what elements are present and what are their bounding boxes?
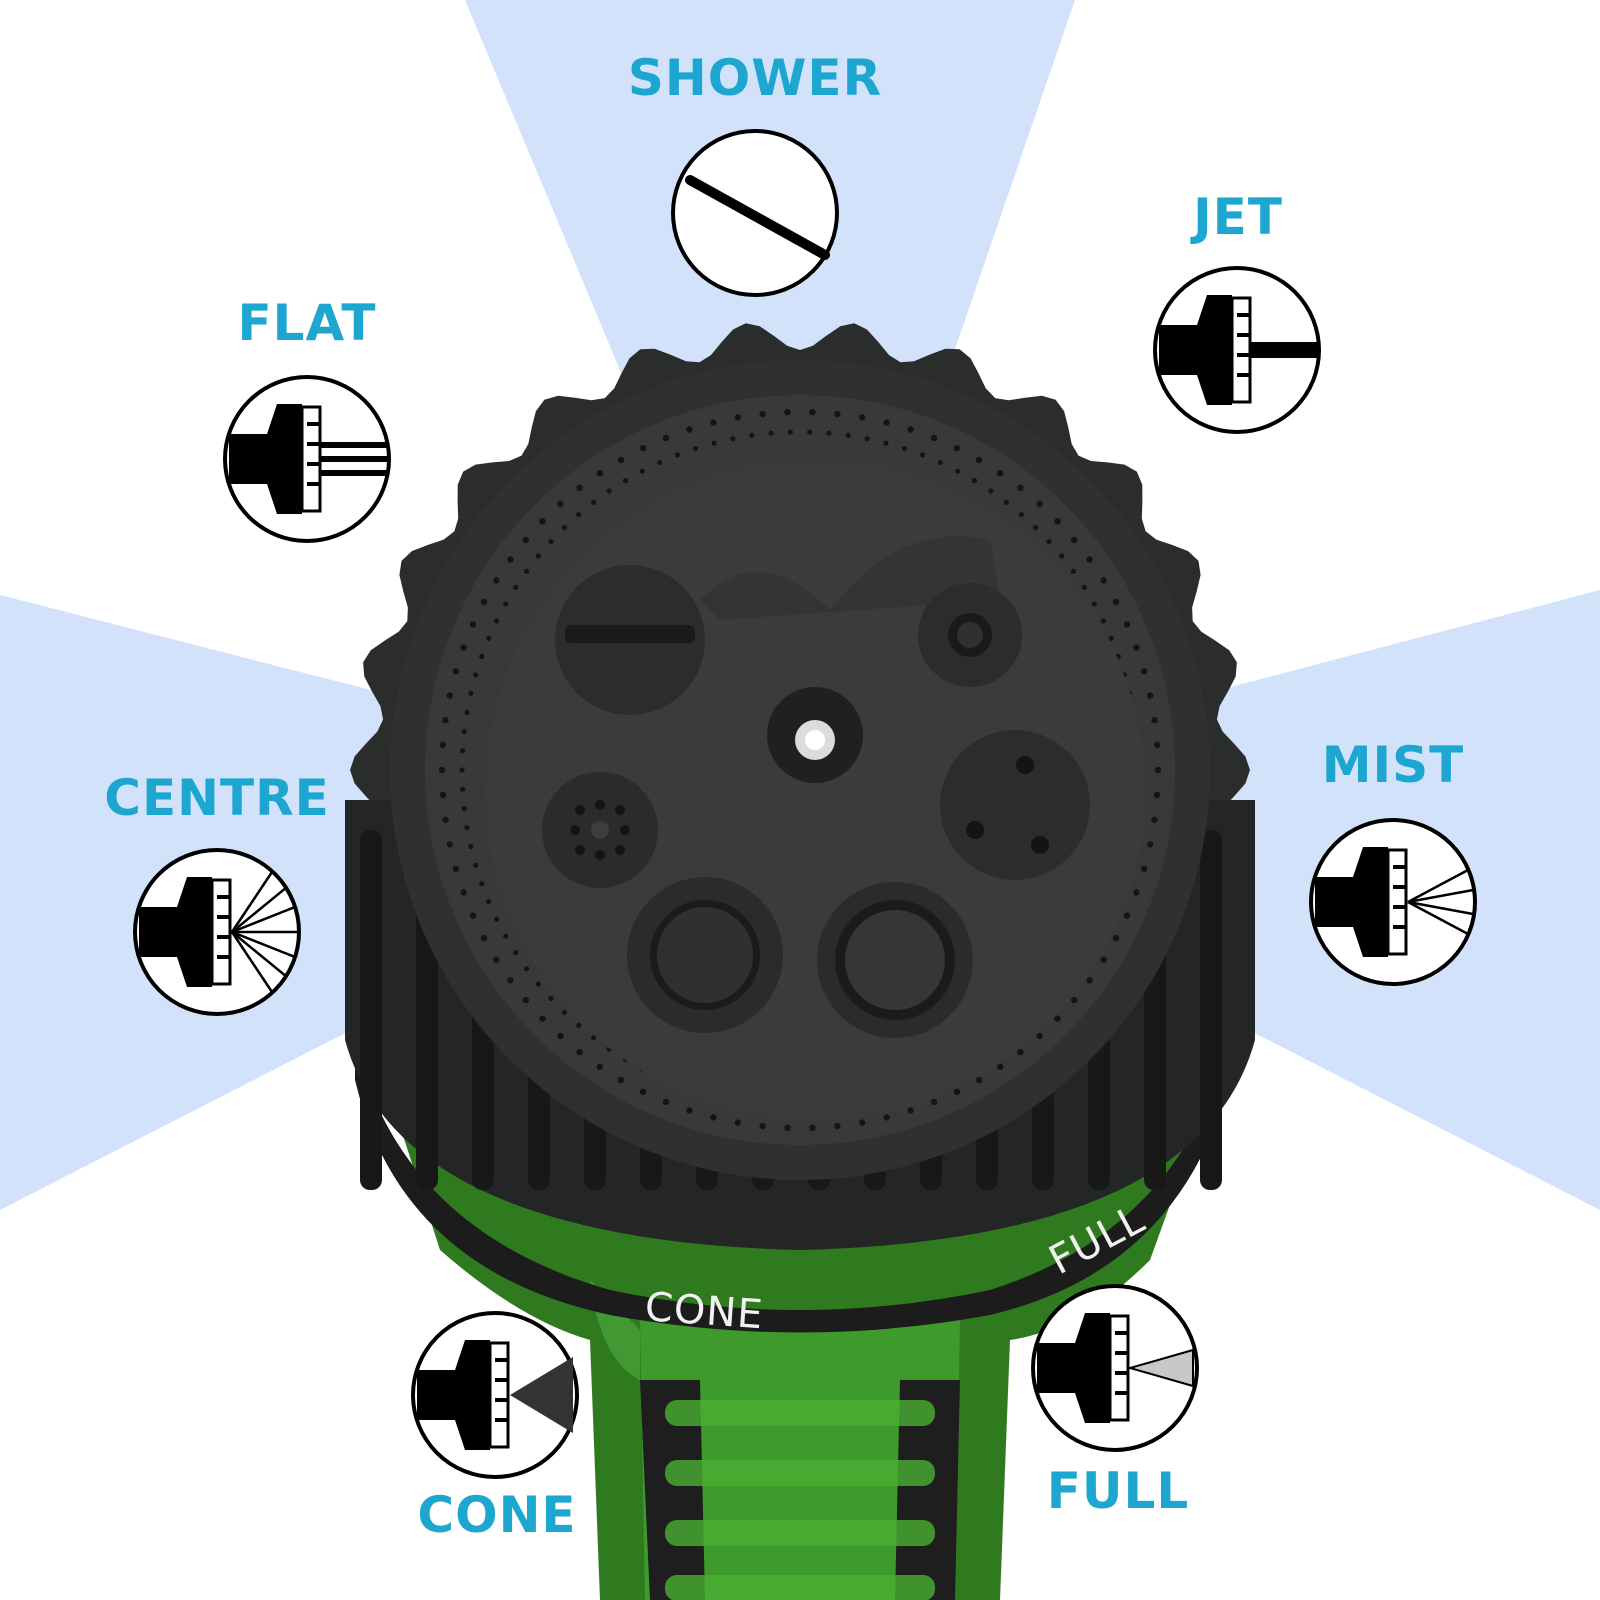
mist-icon [1309,818,1477,986]
ring-label-cone: CONE [643,1284,765,1338]
mist-outlet [940,730,1090,880]
shower-icon [671,129,839,297]
mode-flat: FLAT [223,294,391,543]
jet-outlet [918,583,1022,687]
mode-cone: CONE [411,1311,579,1544]
mode-mist: MIST [1309,736,1477,986]
mode-label-flat: FLAT [238,294,377,352]
mode-shower: SHOWER [628,49,882,297]
full-outlet [817,882,973,1038]
centre-outlet [542,772,658,888]
dial-raised-area [700,536,1000,620]
jet-icon [1153,266,1321,434]
cone-outlet [627,877,783,1033]
mode-jet: JET [1153,188,1321,434]
mode-full: FULL [1031,1284,1199,1520]
center-outlet [767,687,863,783]
flat-outlet [555,565,705,715]
flat-icon [223,375,391,543]
mode-label-centre: CENTRE [104,769,329,827]
mode-centre: CENTRE [104,769,329,1016]
nozzle-dial [345,323,1255,1250]
mode-label-shower: SHOWER [628,49,882,107]
grip-ridges [665,1400,935,1600]
mode-label-mist: MIST [1322,736,1464,794]
mode-label-full: FULL [1047,1462,1189,1520]
mode-label-jet: JET [1190,188,1283,246]
full-icon [1031,1284,1199,1452]
mode-label-cone: CONE [417,1486,576,1544]
centre-icon [133,848,301,1016]
cone-icon [411,1311,579,1479]
